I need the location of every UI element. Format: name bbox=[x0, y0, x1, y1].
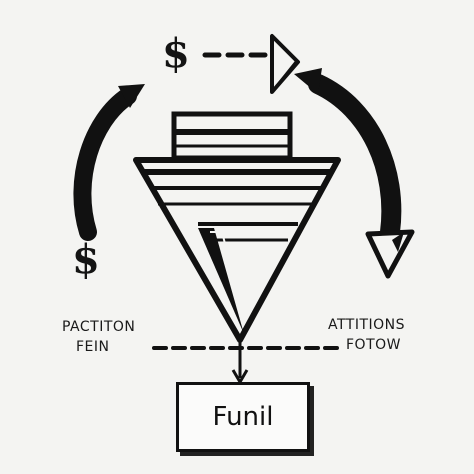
funnel-box: Funil bbox=[176, 382, 310, 452]
left-label-line1: PACTITON bbox=[62, 319, 136, 335]
dollar-top-icon: $ bbox=[162, 30, 190, 77]
right-label-line2: FOTOW bbox=[346, 337, 401, 353]
left-label-line2: FEIN bbox=[76, 339, 110, 355]
right-curved-arrow-icon bbox=[294, 68, 415, 279]
dollar-left-icon: $ bbox=[72, 236, 100, 283]
top-arrow-head-icon bbox=[270, 34, 300, 94]
right-label-line1: ATTITIONS bbox=[328, 317, 406, 333]
left-curved-arrow-icon bbox=[73, 84, 145, 241]
funnel-box-label: Funil bbox=[212, 402, 274, 432]
funnel-icon bbox=[133, 111, 341, 343]
